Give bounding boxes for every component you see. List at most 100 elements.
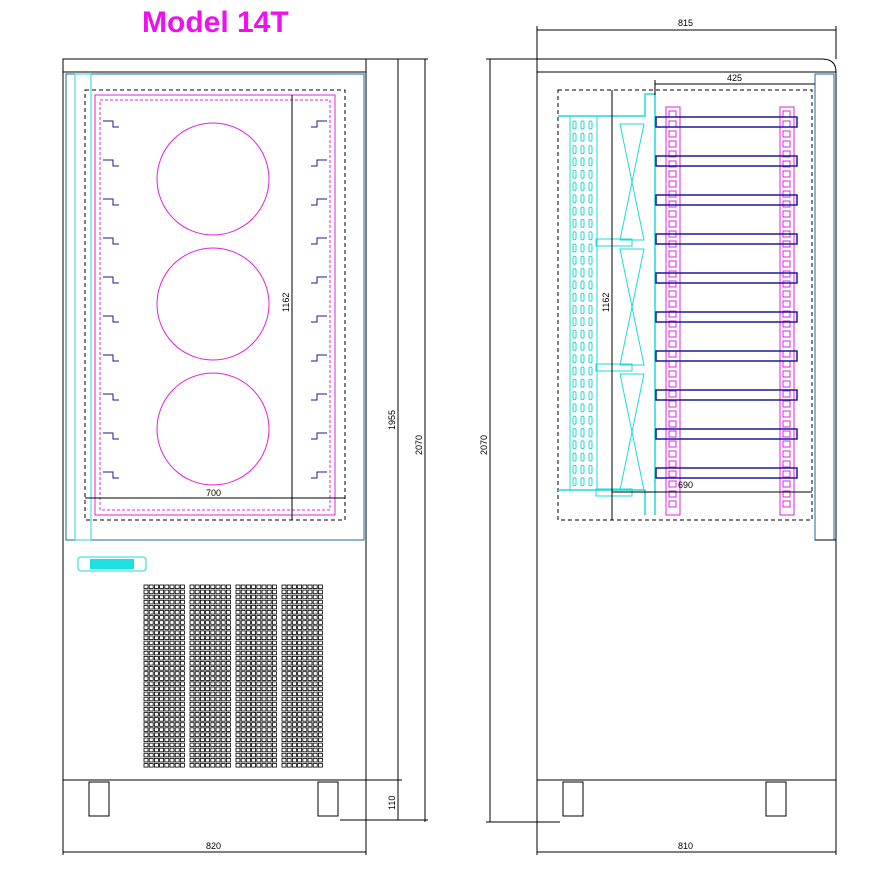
grille-slot — [199, 584, 205, 589]
grille-slot — [286, 640, 292, 646]
ladder-hole — [668, 320, 677, 328]
grille-slot — [210, 584, 216, 589]
grille-slot — [240, 610, 246, 615]
grille-slot — [240, 671, 246, 676]
grille-slot — [266, 584, 272, 589]
coil-hole — [580, 317, 585, 327]
grille-slot — [215, 635, 221, 640]
ladder-hole — [668, 200, 677, 208]
coil-hole — [572, 354, 577, 364]
grille-slot — [251, 758, 257, 763]
grille-slot — [256, 763, 262, 768]
grille-slot — [271, 722, 277, 727]
shelf — [655, 467, 798, 479]
grille-slot — [225, 676, 231, 681]
grille-slot — [159, 661, 165, 666]
coil-hole — [572, 378, 577, 388]
grille-slot — [189, 615, 195, 620]
grille-slot — [271, 625, 277, 630]
grille-slot — [256, 625, 262, 630]
grille-slot — [174, 605, 180, 610]
grille-slot — [302, 696, 308, 702]
coil-hole — [588, 477, 593, 487]
grille-slot — [235, 656, 241, 661]
control-panel[interactable] — [77, 556, 147, 572]
grille-slot — [148, 676, 154, 681]
grille-slot — [271, 727, 277, 732]
grille-slot — [286, 712, 292, 717]
grille-slot — [266, 758, 272, 763]
grille-slot — [297, 671, 303, 676]
grille-slot — [205, 635, 211, 640]
grille-slot — [286, 671, 292, 676]
grille-slot — [220, 686, 226, 691]
grille-slot — [317, 747, 323, 753]
grille-slot — [159, 605, 165, 610]
ladder-hole — [782, 300, 791, 308]
grille-slot — [317, 625, 323, 630]
coil-hole — [572, 194, 577, 204]
grille-slot — [220, 691, 226, 697]
fan-icon — [619, 248, 645, 366]
grille-slot — [245, 722, 251, 727]
grille-slot — [261, 615, 267, 620]
grille-slot — [251, 737, 257, 742]
grille-slot — [169, 671, 175, 676]
grille-slot — [317, 645, 323, 651]
coil-hole — [580, 464, 585, 474]
side-foot-front — [562, 781, 584, 817]
grille-slot — [286, 732, 292, 737]
grille-slot — [164, 742, 170, 748]
grille-slot — [286, 742, 292, 748]
grille-slot — [220, 701, 226, 707]
grille-slot — [143, 615, 149, 620]
grille-slot — [251, 671, 257, 676]
grille-slot — [302, 732, 308, 737]
grille-slot — [179, 650, 185, 656]
grille-slot — [153, 722, 159, 727]
grille-slot — [153, 650, 159, 656]
grille-slot — [317, 701, 323, 707]
grille-slot — [148, 671, 154, 676]
grille-slot — [307, 676, 313, 681]
evaporator-coil — [569, 115, 598, 491]
fan-bracket — [595, 238, 633, 247]
grille-slot — [291, 645, 297, 651]
grille-slot — [164, 696, 170, 702]
grille-slot — [225, 640, 231, 646]
grille-slot — [317, 630, 323, 635]
grille-slot — [286, 645, 292, 651]
grille-slot — [245, 584, 251, 589]
grille-slot — [245, 676, 251, 681]
rack-bracket-right — [311, 237, 327, 245]
grille-slot — [199, 645, 205, 651]
grille-slot — [271, 610, 277, 615]
grille-slot — [256, 707, 262, 712]
grille-slot — [143, 676, 149, 681]
grille-slot — [307, 671, 313, 676]
grille-slot — [194, 610, 200, 615]
dim-label-1162-front: 1162 — [281, 293, 291, 312]
ladder-hole — [668, 220, 677, 228]
grille-slot — [281, 666, 287, 671]
grille-slot — [245, 681, 251, 686]
grille-slot — [245, 661, 251, 666]
grille-slot — [266, 615, 272, 620]
grille-slot — [235, 717, 241, 722]
grille-slot — [153, 732, 159, 737]
grille-slot — [240, 712, 246, 717]
grille-slot — [286, 635, 292, 640]
grille-slot — [307, 681, 313, 686]
grille-slot — [266, 737, 272, 742]
grille-slot — [174, 645, 180, 651]
coil-hole — [572, 218, 577, 228]
grille-slot — [225, 707, 231, 712]
grille-slot — [189, 666, 195, 671]
grille-slot — [205, 666, 211, 671]
grille-slot — [251, 701, 257, 707]
grille-slot — [281, 681, 287, 686]
grille-slot — [169, 666, 175, 671]
grille-slot — [225, 691, 231, 697]
grille-slot — [261, 589, 267, 595]
grille-slot — [148, 584, 154, 589]
